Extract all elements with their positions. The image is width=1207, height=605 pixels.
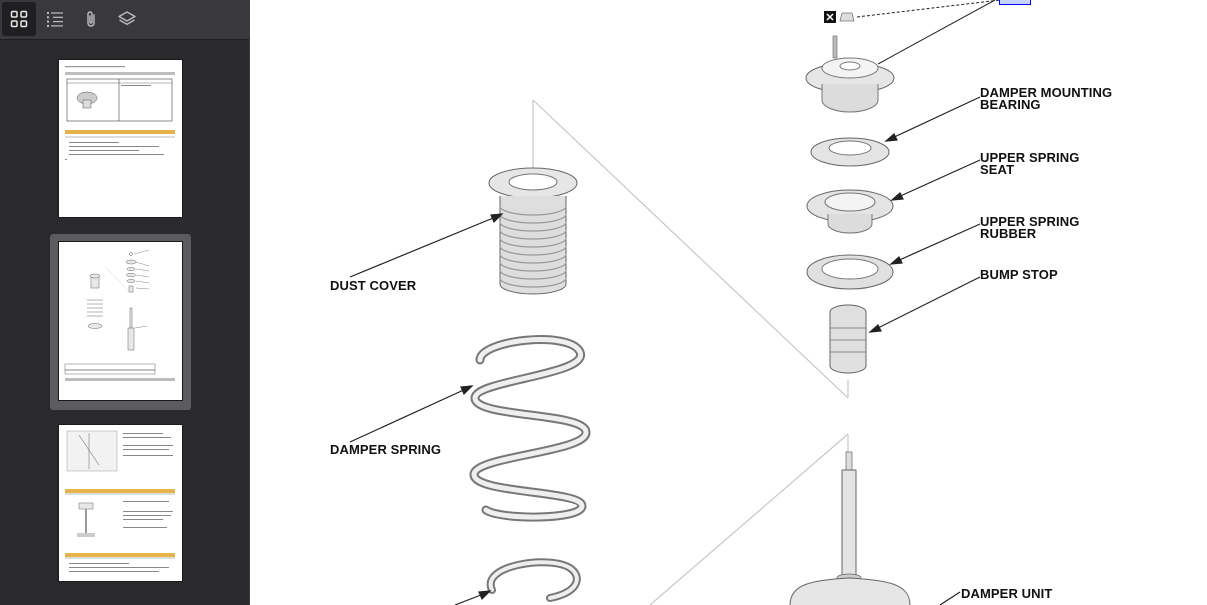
label-dust-cover: DUST COVER	[330, 278, 417, 293]
thumbnail-page-3-image	[59, 425, 182, 581]
page-thumbnail-3[interactable]	[50, 418, 191, 588]
page-link[interactable]	[999, 0, 1031, 5]
thumbnail-page-1-image	[59, 60, 182, 217]
label-upper-spring-rubber-line1: UPPER SPRING	[980, 214, 1080, 229]
label-damper-spring: DAMPER SPRING	[330, 442, 442, 457]
label-damper-mounting-bearing-line1: DAMPER MOUNTING	[980, 85, 1113, 100]
label-bump-stop: BUMP STOP	[980, 267, 1058, 282]
page-thumbnail-2[interactable]	[50, 234, 191, 410]
bearing-part	[810, 137, 890, 167]
layers-icon	[118, 11, 136, 25]
label-upper-spring-seat-line1: UPPER SPRING	[980, 150, 1080, 165]
attachments-view-button[interactable]	[74, 2, 108, 36]
paperclip-icon	[87, 11, 95, 27]
outline-view-button[interactable]	[38, 2, 72, 36]
label-damper-mounting-bearing-line2: BEARING	[980, 97, 1041, 112]
grid-icon	[10, 10, 28, 28]
sidebar-toolbar	[0, 0, 249, 40]
dust-cover-part	[488, 167, 578, 295]
label-upper-spring-seat-line2: SEAT	[980, 162, 1015, 177]
list-icon	[47, 12, 63, 27]
label-damper-unit: DAMPER UNIT	[961, 586, 1053, 601]
label-upper-spring-rubber-line2: RUBBER	[980, 226, 1037, 241]
document-viewer[interactable]: DUST COVER DAMPER SPRING DAMPER MOUNTING…	[250, 0, 1207, 605]
layers-view-button[interactable]	[110, 2, 144, 36]
thumbnail-page-2-image	[59, 242, 182, 400]
bump-stop-part	[829, 304, 867, 374]
upper-mount-part	[805, 35, 895, 113]
spring-seat-part	[806, 189, 894, 234]
spring-rubber-part	[806, 254, 894, 290]
page-thumbnail-1[interactable]	[50, 54, 191, 224]
thumbnails-view-button[interactable]	[2, 2, 36, 36]
page-thumbnails	[0, 40, 249, 605]
exploded-diagram	[349, 0, 1001, 605]
thumbnail-sidebar	[0, 0, 250, 605]
damper-unit-part	[789, 451, 911, 605]
